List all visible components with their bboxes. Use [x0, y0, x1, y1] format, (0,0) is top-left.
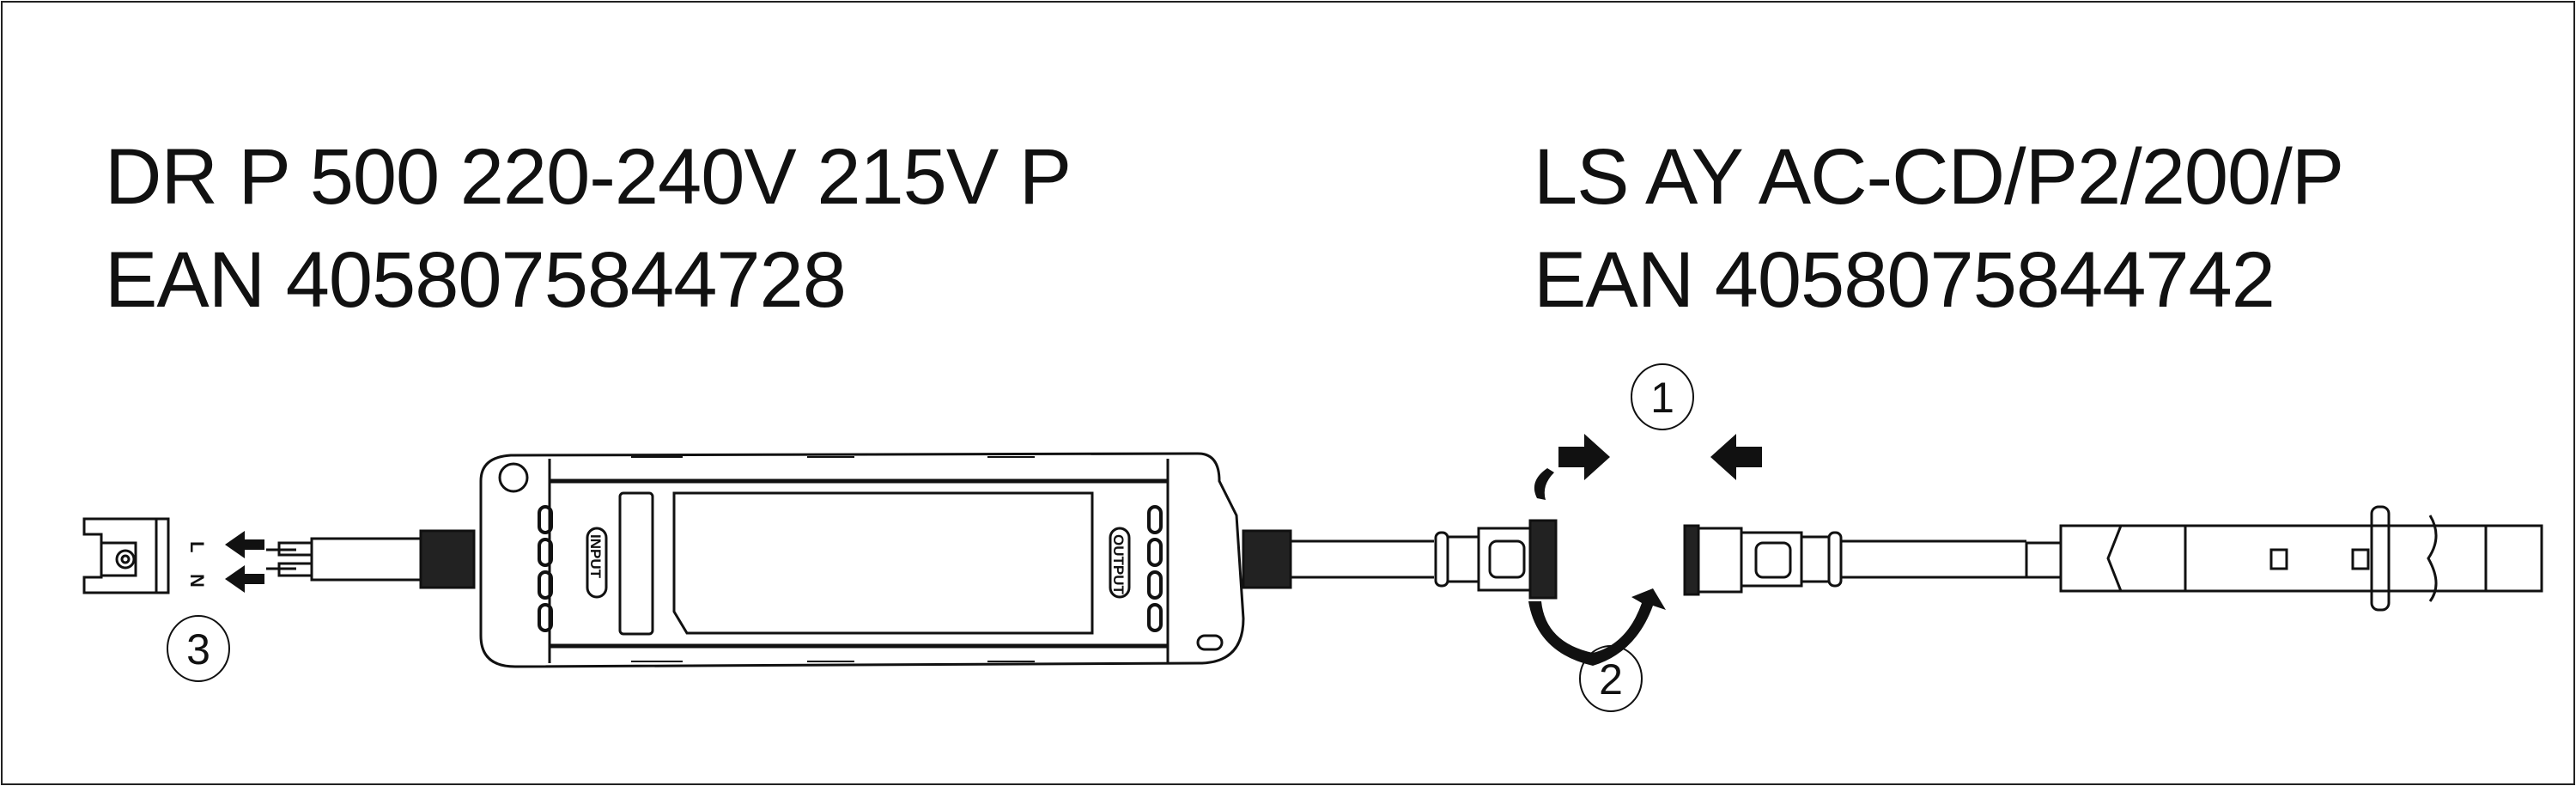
- svg-text:1: 1: [1650, 374, 1674, 422]
- strip-ean: EAN 4058075844742: [1534, 236, 2275, 324]
- led-driver: [419, 452, 1292, 668]
- driver-model-title: DR P 500 220-240V 215V P: [105, 133, 1072, 221]
- input-wires: [266, 537, 423, 582]
- arrow-n-icon: [225, 565, 264, 593]
- terminal-label-n: N: [186, 574, 208, 588]
- strip-model-title: LS AY AC-CD/P2/200/P: [1534, 133, 2344, 221]
- push-arrows-icon: [225, 434, 1762, 593]
- step-1-marker: 1: [1631, 363, 1694, 430]
- output-cable: [1291, 539, 1434, 579]
- step-2-marker: 2: [1579, 645, 1643, 712]
- svg-text:2: 2: [1599, 655, 1623, 704]
- driver-ean: EAN 4058075844728: [105, 236, 847, 324]
- rotate-arrow-icon: [1528, 468, 1666, 666]
- terminal-label-l: L: [186, 541, 208, 552]
- male-connector: [1434, 519, 1558, 600]
- female-connector: [1683, 524, 2026, 596]
- led-strip: [2025, 505, 2543, 612]
- input-label: INPUT: [587, 534, 604, 579]
- output-label: OUTPUT: [1110, 534, 1127, 595]
- arrow-l-icon: [225, 531, 264, 558]
- terminal-block: [82, 517, 170, 594]
- svg-text:3: 3: [186, 625, 210, 673]
- step-3-marker: 3: [167, 615, 230, 682]
